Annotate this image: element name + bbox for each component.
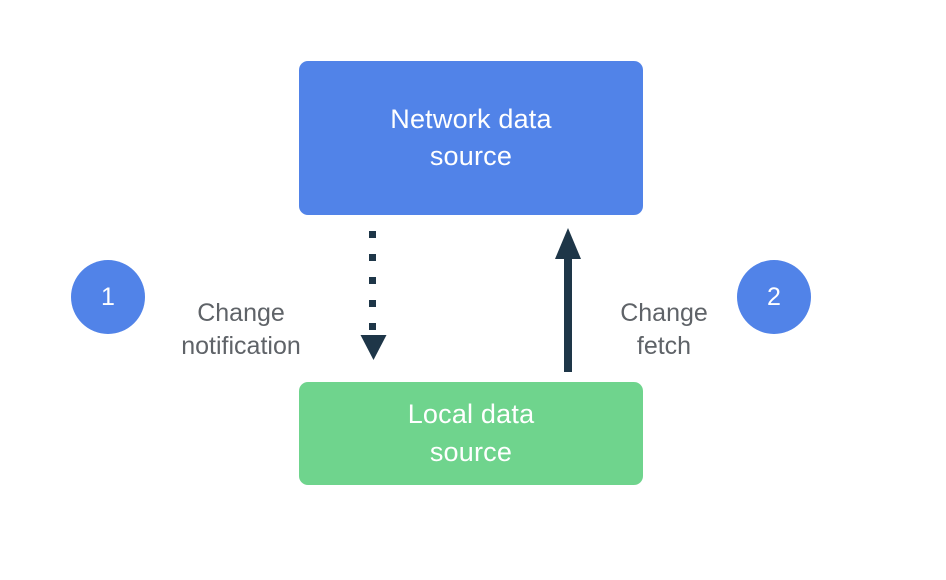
edge-label-change-notification-text: Change notification [181, 299, 301, 360]
node-local-data-source[interactable]: Local data source [299, 382, 643, 485]
node-network-data-source-label: Network data source [390, 103, 552, 171]
edge-label-change-fetch: Change fetch [584, 264, 744, 363]
arrowhead-down-icon [360, 335, 387, 360]
step-badge-2-value: 2 [767, 282, 781, 311]
node-network-data-source[interactable]: Network data source [299, 61, 643, 215]
step-badge-1-value: 1 [101, 282, 115, 311]
edge-label-change-notification: Change notification [148, 264, 334, 363]
step-badge-2[interactable]: 2 [737, 260, 811, 334]
edge-label-change-fetch-text: Change fetch [620, 299, 708, 360]
node-local-data-source-label: Local data source [407, 399, 535, 467]
step-badge-1[interactable]: 1 [71, 260, 145, 334]
arrow-change-notification [360, 231, 387, 360]
arrow-change-fetch [555, 228, 581, 372]
arrowhead-up-icon [555, 228, 581, 259]
